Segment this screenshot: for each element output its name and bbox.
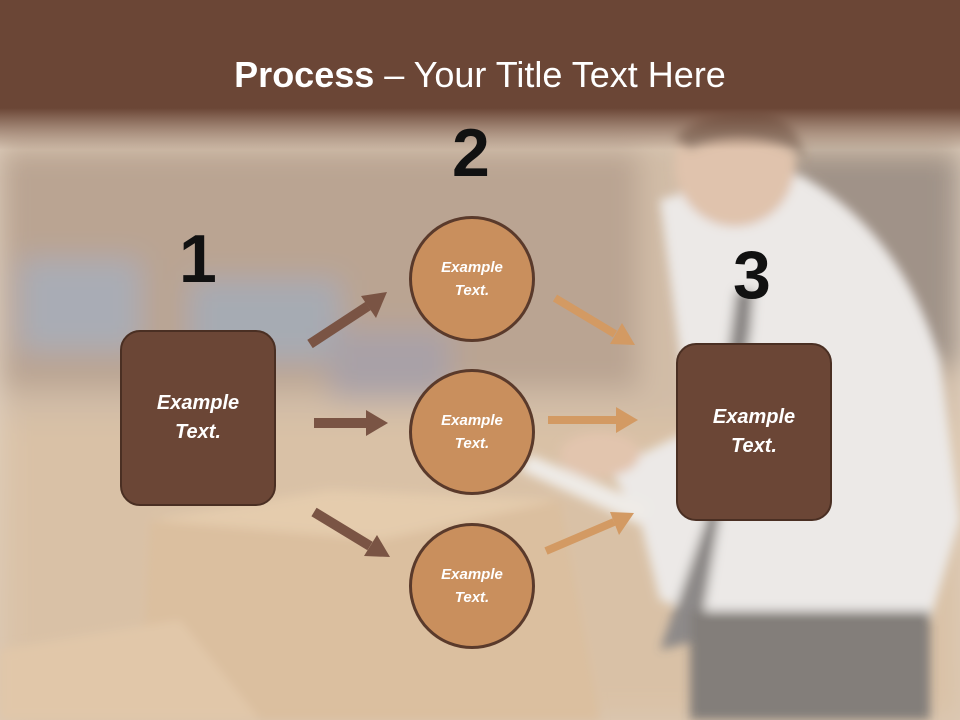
start-box: Example Text. [120,330,276,506]
circle-label-bottom: Example Text. [441,566,503,606]
process-circle-bottom: Example Text. [409,523,535,649]
arrow-from-top [552,294,635,345]
process-circle-middle: Example Text. [409,369,535,495]
step-number-1: 1 [179,221,217,297]
end-box: Example Text. [676,343,832,521]
arrow-from-middle [548,407,638,433]
end-box-label: Example Text. [712,406,796,457]
title-rest: – Your Title Text Here [374,54,726,95]
step-number-3: 3 [733,237,771,313]
step-number-2: 2 [452,115,490,191]
title-bold: Process [234,54,375,95]
arrow-to-top [307,292,387,349]
circle-label-top: Example Text. [441,259,503,299]
arrow-to-middle [314,410,388,436]
arrow-to-bottom [311,507,390,557]
slide-title: Process – Your Title Text Here [0,54,960,96]
title-bar [0,0,960,150]
arrow-from-bottom [544,512,634,555]
circle-label-middle: Example Text. [441,412,503,452]
start-box-label: Example Text. [156,392,240,443]
process-circle-top: Example Text. [409,216,535,342]
